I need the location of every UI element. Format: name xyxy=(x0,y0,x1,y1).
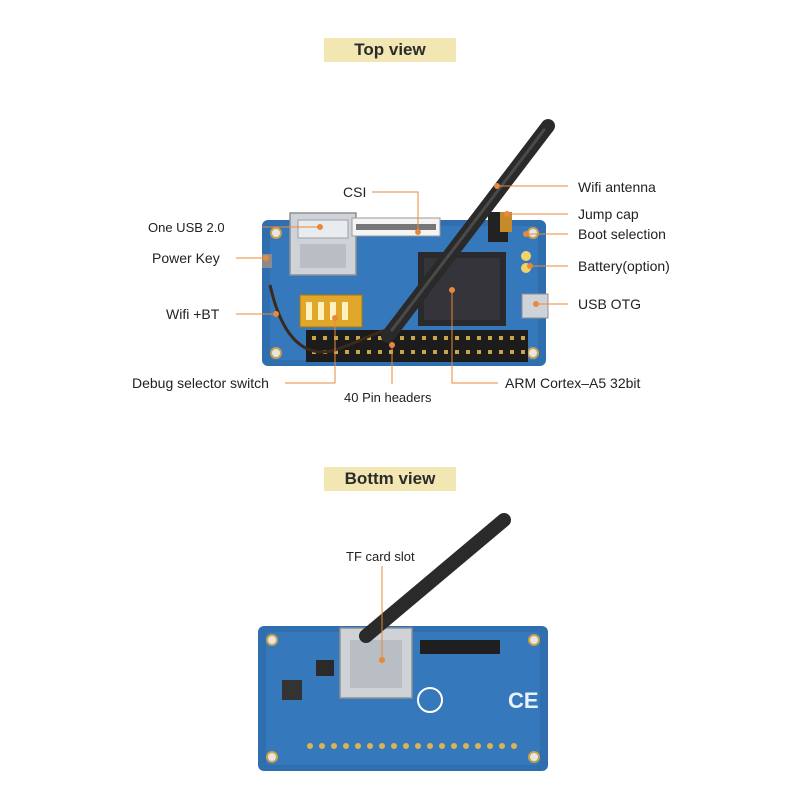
bottom-leader-lines xyxy=(379,566,385,663)
label-pin-headers: 40 Pin headers xyxy=(344,390,432,405)
top-view-title: Top view xyxy=(324,38,456,62)
top-board xyxy=(262,119,555,366)
label-tf-slot: TF card slot xyxy=(346,549,415,564)
ce-mark-logo: CE xyxy=(508,688,539,713)
bottom-board: CE xyxy=(258,513,548,771)
pin-header xyxy=(306,330,528,362)
label-boot-selection: Boot selection xyxy=(578,226,666,242)
label-usb-otg: USB OTG xyxy=(578,296,642,312)
bottom-view-title: Bottm view xyxy=(324,467,456,491)
label-csi: CSI xyxy=(343,184,367,200)
label-arm-cortex: ARM Cortex–A5 32bit xyxy=(505,375,641,391)
label-debug-switch: Debug selector switch xyxy=(132,375,269,391)
top-leader-lines xyxy=(236,183,568,384)
label-wifi-bt: Wifi +BT xyxy=(166,306,220,322)
label-one-usb: One USB 2.0 xyxy=(148,220,225,235)
label-wifi-antenna: Wifi antenna xyxy=(578,179,656,195)
label-jump-cap: Jump cap xyxy=(578,206,639,222)
bottom-antenna xyxy=(359,513,511,643)
label-battery: Battery(option) xyxy=(578,258,670,274)
label-power-key: Power Key xyxy=(152,250,220,266)
